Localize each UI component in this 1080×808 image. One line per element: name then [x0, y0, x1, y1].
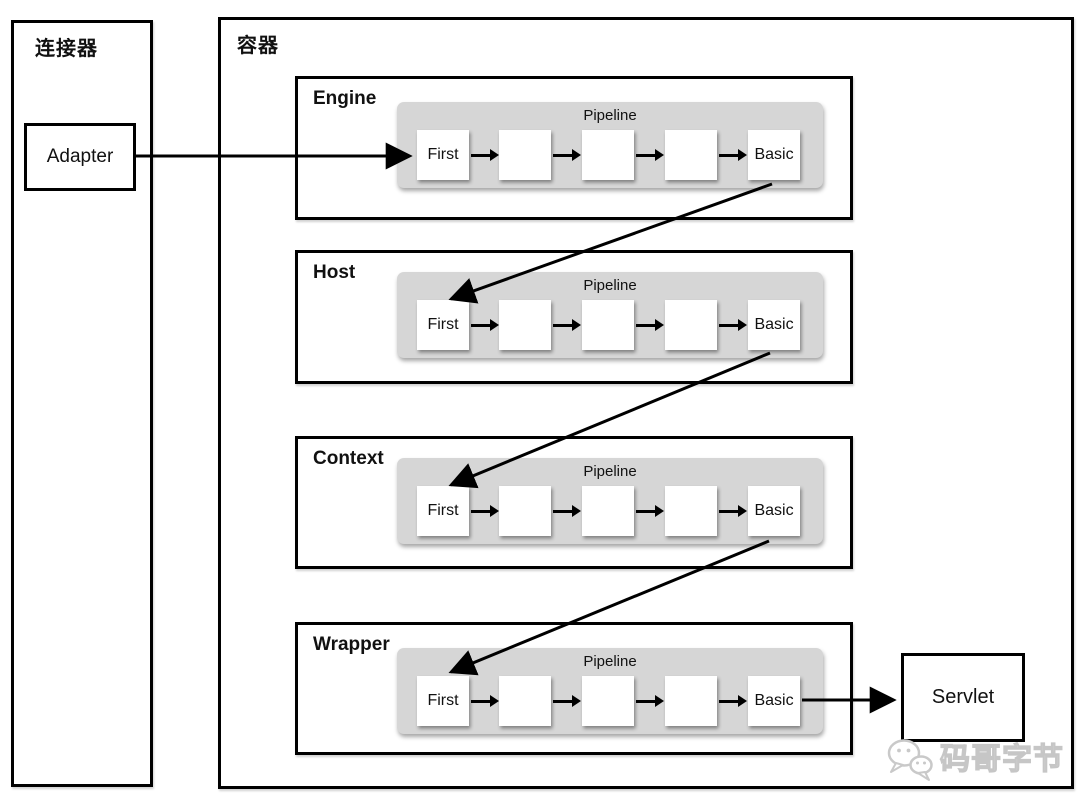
valve-arrow [636, 505, 664, 517]
servlet-box: Servlet [901, 653, 1025, 742]
valve-box-first: First [417, 130, 469, 180]
valve-arrow [719, 319, 747, 331]
section-wrapper: Wrapper Pipeline First Basic [295, 622, 853, 755]
valve-arrow [636, 149, 664, 161]
valve-box-basic: Basic [748, 300, 800, 350]
valve-arrow [553, 695, 581, 707]
servlet-label: Servlet [931, 686, 995, 708]
valve-box [582, 300, 634, 350]
valve-arrow [471, 319, 499, 331]
valve-box-first: First [417, 676, 469, 726]
valve-box [665, 300, 717, 350]
pipeline-box: Pipeline First Basic [397, 102, 823, 188]
valve-box [665, 486, 717, 536]
pipeline-label: Pipeline [583, 107, 637, 124]
wechat-icon [887, 739, 933, 781]
pipeline-box: Pipeline First Basic [397, 648, 823, 734]
valve-box [499, 486, 551, 536]
section-context-label: Context [313, 448, 384, 469]
pipeline-label: Pipeline [583, 463, 637, 480]
valve-box-basic: Basic [748, 486, 800, 536]
pipeline-box: Pipeline First Basic [397, 272, 823, 358]
valve-box [582, 486, 634, 536]
section-host: Host Pipeline First Basic [295, 250, 853, 384]
valve-arrow [553, 505, 581, 517]
valve-arrow [471, 149, 499, 161]
valve-box-first: First [417, 300, 469, 350]
valve-arrow [553, 149, 581, 161]
valve-box-basic: Basic [748, 676, 800, 726]
valve-box [582, 130, 634, 180]
valve-box [665, 130, 717, 180]
adapter-label: Adapter [46, 146, 114, 167]
valve-arrow [636, 695, 664, 707]
section-host-label: Host [313, 262, 356, 283]
valve-box [499, 676, 551, 726]
watermark-text: 码哥字节 [939, 743, 1064, 776]
valve-arrow [636, 319, 664, 331]
valve-box [499, 300, 551, 350]
valve-arrow [553, 319, 581, 331]
valve-box-basic: Basic [748, 130, 800, 180]
valve-arrow [719, 149, 747, 161]
section-wrapper-label: Wrapper [313, 634, 390, 655]
valve-box [582, 676, 634, 726]
valve-arrow [719, 695, 747, 707]
pipeline-label: Pipeline [583, 653, 637, 670]
pipeline-box: Pipeline First Basic [397, 458, 823, 544]
connector-box: 连接器 Adapter [11, 20, 153, 787]
pipeline-label: Pipeline [583, 277, 637, 294]
valve-box-first: First [417, 486, 469, 536]
valve-arrow [471, 505, 499, 517]
section-engine-label: Engine [313, 88, 377, 109]
connector-label: 连接器 [35, 38, 98, 60]
adapter-box: Adapter [24, 123, 136, 191]
valve-arrow [719, 505, 747, 517]
valve-arrow [471, 695, 499, 707]
container-label: 容器 [237, 35, 279, 57]
valve-box [665, 676, 717, 726]
watermark: 码哥字节 [884, 736, 1064, 784]
section-context: Context Pipeline First Basic [295, 436, 853, 569]
valve-box [499, 130, 551, 180]
section-engine: Engine Pipeline First Basic [295, 76, 853, 220]
